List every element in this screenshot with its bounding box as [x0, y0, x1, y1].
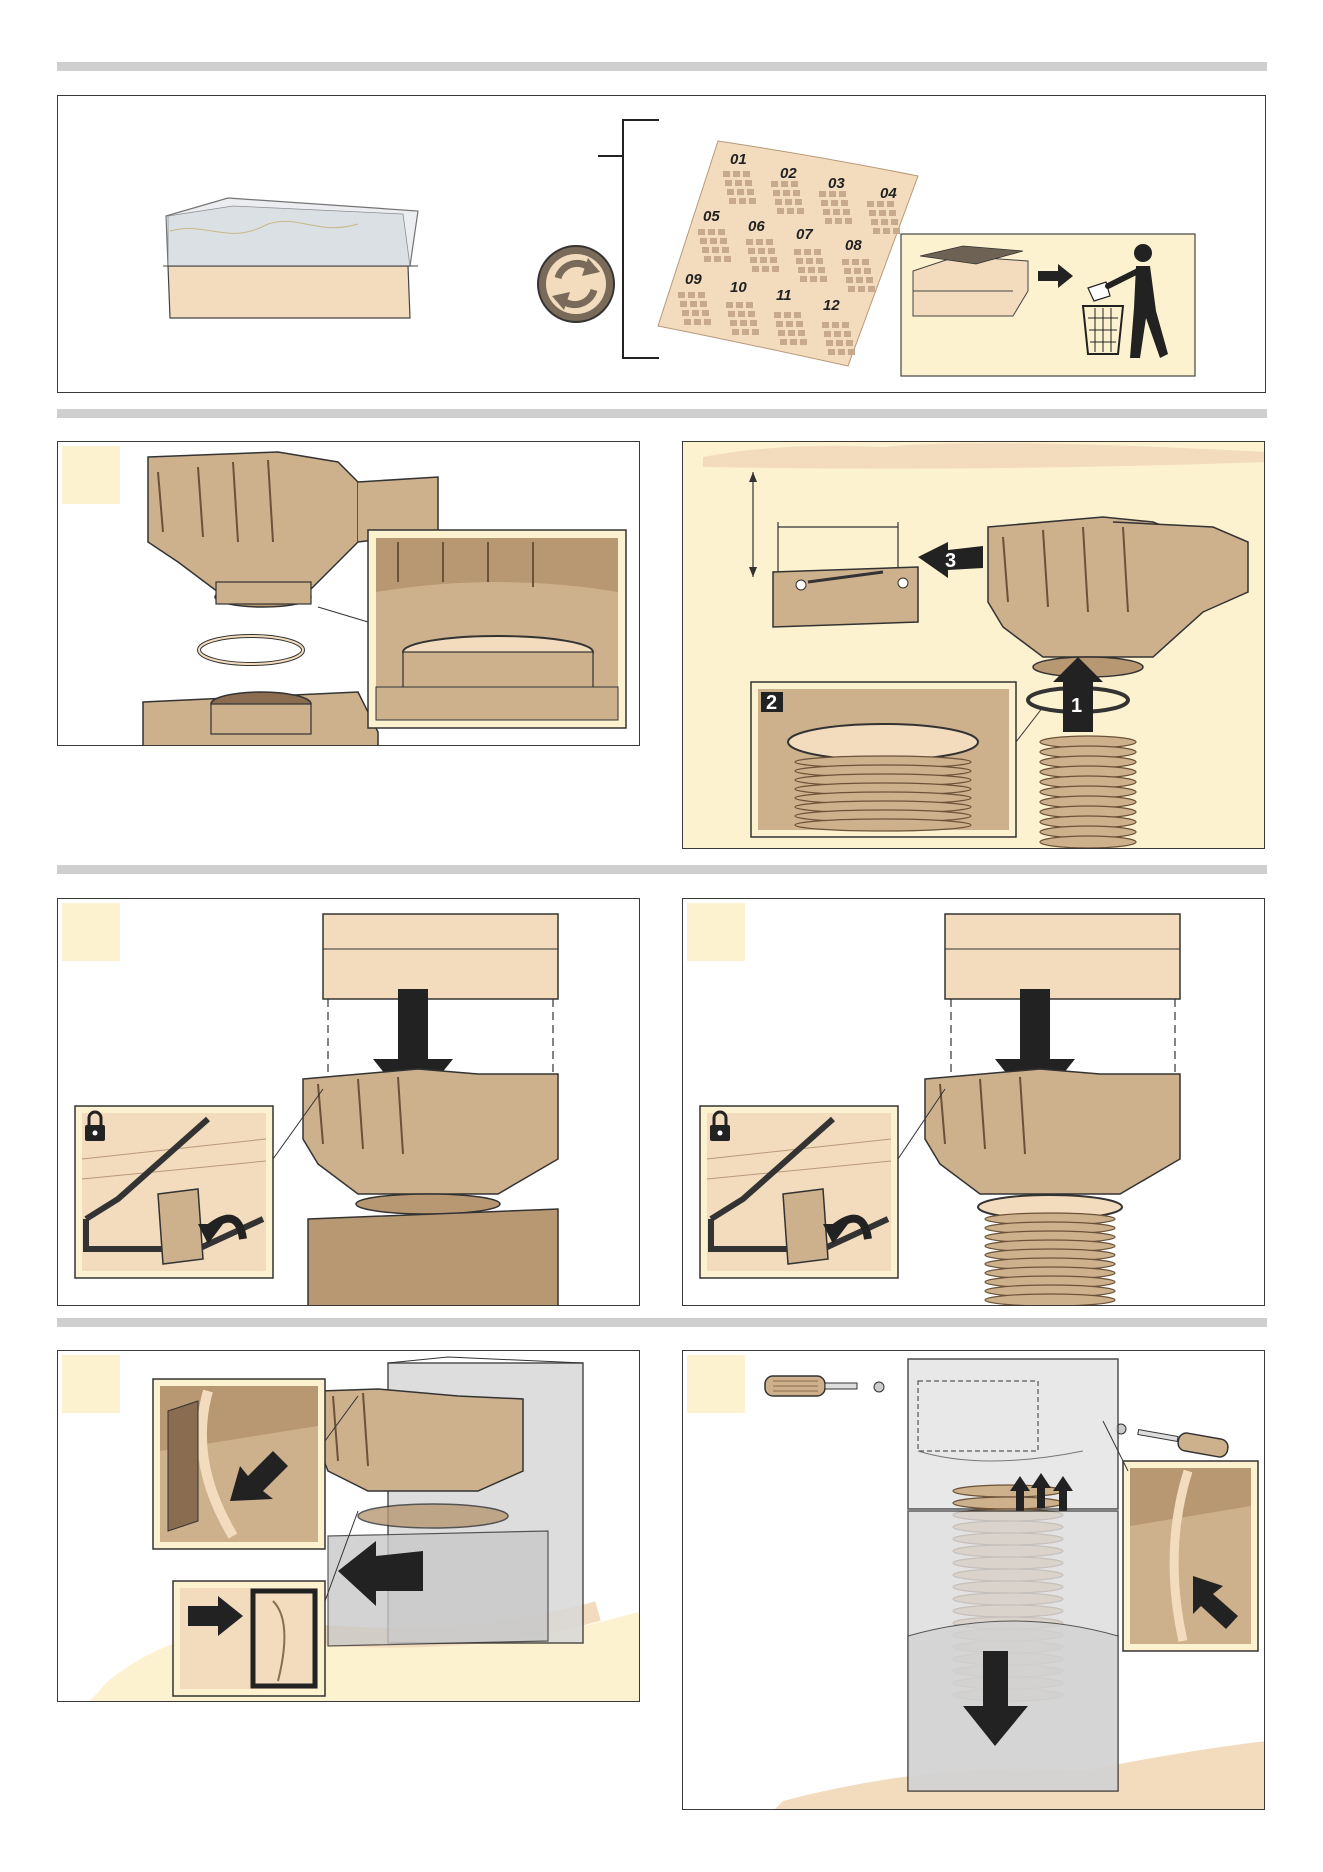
sticker-number-05: 05	[703, 208, 720, 225]
separator-band-3	[57, 865, 1267, 874]
callout-1: 1	[1071, 695, 1082, 717]
bracket	[598, 120, 659, 358]
panel-screw-fix	[682, 1350, 1265, 1810]
sticker-number-06: 06	[748, 218, 765, 235]
separator-band-4	[57, 1318, 1267, 1327]
sticker-sheet: 01 02 03 04 05 06 07 08 09 10 11 12	[658, 141, 918, 366]
chimney-lock-illustration-left	[58, 899, 640, 1306]
wrapped-box	[163, 198, 418, 318]
separator-band-1	[57, 62, 1267, 71]
screwdriver-icon	[1116, 1424, 1229, 1458]
callout-3: 3	[945, 550, 956, 572]
sticker-number-04: 04	[880, 185, 897, 202]
screwdriver-icon	[765, 1376, 884, 1396]
sticker-number-10: 10	[730, 279, 747, 296]
screw-fix-illustration	[683, 1351, 1265, 1810]
panel-chimney-lock-left	[57, 898, 640, 1306]
sticker-number-01: 01	[730, 151, 747, 168]
panel-fit-ring	[57, 441, 640, 746]
sticker-number-09: 09	[685, 271, 702, 288]
wall-bracket-illustration: 3 1 2	[683, 442, 1265, 849]
sticker-number-07: 07	[796, 226, 813, 243]
sticker-number-02: 02	[780, 165, 797, 182]
sticker-number-08: 08	[845, 237, 862, 254]
panel-chimney-cover	[57, 1350, 640, 1702]
separator-band-2	[57, 409, 1267, 418]
fit-ring-illustration	[58, 442, 640, 746]
panel-wall-bracket: 3 1 2	[682, 441, 1265, 849]
chimney-lock-illustration-right	[683, 899, 1265, 1306]
sticker-number-11: 11	[776, 287, 792, 304]
arrow-up-icon	[1010, 1473, 1073, 1511]
chimney-cover-illustration	[58, 1351, 640, 1702]
callout-2: 2	[766, 692, 777, 714]
panel-chimney-lock-right	[682, 898, 1265, 1306]
sticker-number-12: 12	[823, 297, 840, 314]
packaging-illustration: 01 02 03 04 05 06 07 08 09 10 11 12	[58, 96, 1266, 393]
sticker-number-03: 03	[828, 175, 845, 192]
panel-packaging: 01 02 03 04 05 06 07 08 09 10 11 12	[57, 95, 1266, 393]
recycle-icon	[538, 246, 614, 322]
